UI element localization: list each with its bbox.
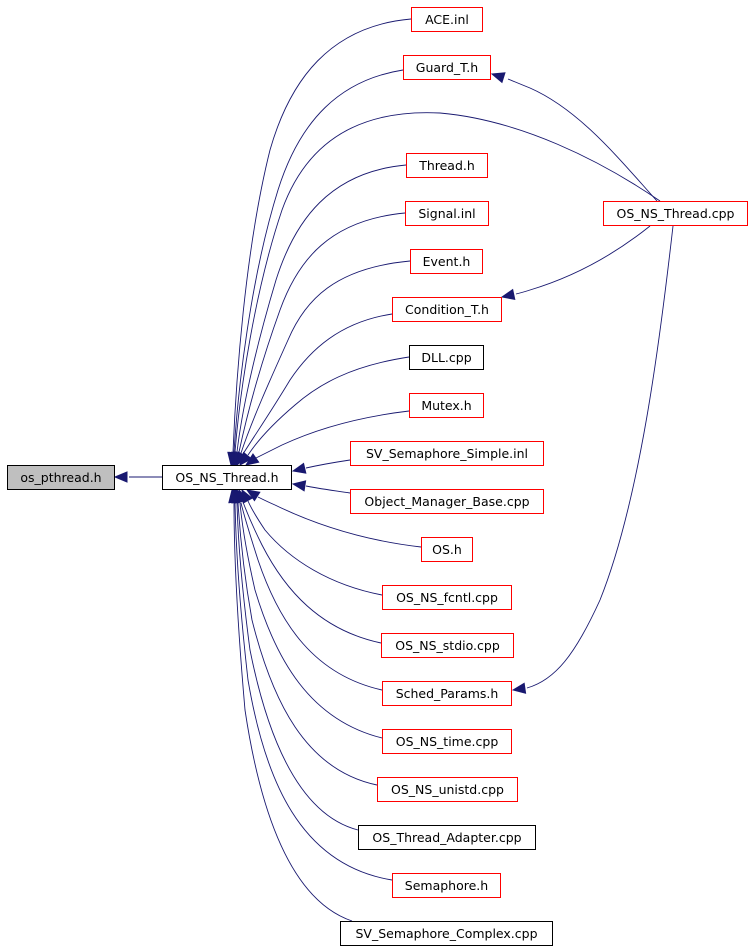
node-signal-inl[interactable]: Signal.inl: [405, 201, 489, 226]
node-sv-semaphore-simple-inl[interactable]: SV_Semaphore_Simple.inl: [350, 441, 544, 466]
edge-os_ns_thread_cpp-to-condition_t_h: [500, 225, 651, 301]
arrowhead: [244, 453, 260, 466]
arrowhead: [239, 451, 253, 467]
node-os-ns-thread-h: OS_NS_Thread.h: [162, 465, 292, 490]
node-thread-h[interactable]: Thread.h: [406, 153, 488, 178]
edge-os_ns_unistd_cpp-to-os_ns_thread_h: [232, 488, 378, 786]
edge-sv_semaphore_complex_cpp-to-os_ns_thread_h: [228, 488, 353, 922]
edge-mutex_h-to-os_ns_thread_h: [244, 410, 410, 466]
node-object-manager-base-cpp[interactable]: Object_Manager_Base.cpp: [350, 489, 544, 514]
node-os-pthread: os_pthread.h: [7, 465, 115, 490]
node-condition-t-h[interactable]: Condition_T.h: [392, 297, 502, 322]
edge-object_manager_base_cpp-to-os_ns_thread_h: [291, 480, 351, 494]
arrowhead: [228, 488, 240, 504]
edge-os_h-to-os_ns_thread_h: [245, 489, 422, 548]
node-os-thread-adapter-cpp: OS_Thread_Adapter.cpp: [358, 825, 536, 850]
edge-os_ns_thread_h-to-os_pthread: [113, 471, 162, 483]
node-sched-params-h[interactable]: Sched_Params.h: [382, 681, 512, 706]
edge-dll_cpp-to-os_ns_thread_h: [239, 356, 410, 467]
node-os-ns-unistd-cpp[interactable]: OS_NS_unistd.cpp: [377, 777, 518, 802]
node-ace-inl[interactable]: ACE.inl: [411, 7, 483, 32]
node-sv-semaphore-complex-cpp: SV_Semaphore_Complex.cpp: [340, 921, 553, 946]
edge-thread_h-to-os_ns_thread_h: [231, 164, 407, 467]
edge-os_ns_thread_cpp-to-guard_t_h: [490, 72, 658, 202]
node-os-ns-thread-cpp[interactable]: OS_NS_Thread.cpp: [603, 201, 748, 226]
edge-guard_t_h-to-os_ns_thread_h: [228, 69, 404, 467]
node-semaphore-h[interactable]: Semaphore.h: [392, 873, 501, 898]
edge-os_ns_thread_cpp-to-sched_params_h: [511, 225, 674, 694]
node-os-ns-fcntl-cpp[interactable]: OS_NS_fcntl.cpp: [382, 585, 512, 610]
node-event-h[interactable]: Event.h: [410, 249, 483, 274]
arrowhead: [511, 682, 527, 694]
node-os-h[interactable]: OS.h: [421, 537, 473, 562]
edge-os_thread_adapter_cpp-to-os_ns_thread_h: [231, 488, 359, 831]
arrowhead: [291, 480, 307, 492]
arrowhead: [500, 288, 516, 301]
node-os-ns-time-cpp[interactable]: OS_NS_time.cpp: [382, 729, 512, 754]
node-dll-cpp: DLL.cpp: [409, 345, 484, 370]
node-guard-t-h[interactable]: Guard_T.h: [403, 55, 491, 80]
edge-ace_inl-to-os_ns_thread_h: [227, 18, 412, 467]
arrowhead: [490, 72, 506, 84]
node-mutex-h[interactable]: Mutex.h: [409, 393, 484, 418]
arrowhead: [245, 489, 261, 502]
node-os-ns-stdio-cpp[interactable]: OS_NS_stdio.cpp: [381, 633, 514, 658]
edge-os_ns_time_cpp-to-os_ns_thread_h: [234, 488, 383, 739]
edge-sv_semaphore_simple_inl-to-os_ns_thread_h: [291, 459, 351, 474]
arrowhead: [291, 462, 307, 474]
arrowhead: [113, 471, 128, 483]
